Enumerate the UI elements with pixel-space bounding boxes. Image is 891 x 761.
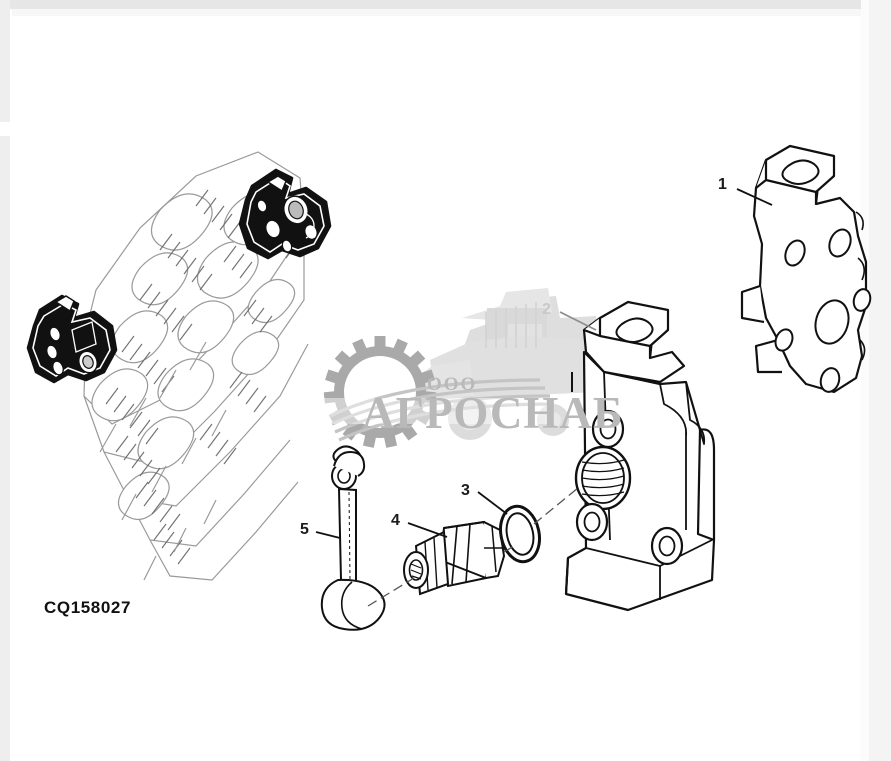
leader-line-4 (407, 522, 448, 538)
leader-line-2 (559, 311, 597, 331)
dipstick-rod (320, 445, 386, 631)
callout-number-1: 1 (718, 176, 727, 193)
installed-bracket-upper (238, 168, 332, 260)
page-border-right-inner (861, 0, 869, 761)
page-border-right (869, 0, 891, 761)
mounting-bracket-plate (740, 144, 872, 394)
axis-oring-to-housing (533, 487, 579, 525)
callout-number-3: 3 (461, 482, 470, 499)
callout-number-4: 4 (391, 512, 400, 529)
leader-line-3 (477, 491, 508, 515)
axis-dipstick-to-fitting (367, 577, 415, 607)
callout-number-5: 5 (300, 521, 309, 538)
callout-leader-lines (315, 188, 773, 539)
threaded-sender-fitting (403, 520, 506, 596)
page-border-left-gap (0, 122, 10, 136)
engine-block-hatching (105, 189, 297, 565)
watermark-agrosnab (322, 288, 600, 448)
page-border-top-inner (12, 9, 891, 16)
engine-block-ghost-view (26, 151, 332, 581)
page-border-top (0, 0, 891, 9)
callout-number-2: 2 (542, 301, 551, 318)
installed-bracket-lower (26, 294, 118, 384)
assembly-axis-lines (367, 487, 579, 607)
part-number-label: CQ158027 (44, 598, 132, 617)
engine-block-ribs (99, 341, 227, 581)
leader-line-5 (315, 531, 341, 539)
axis-fitting-to-oring (503, 545, 515, 553)
page-border-left (0, 0, 10, 761)
valve-housing-body (564, 300, 716, 612)
leader-line-1 (736, 188, 773, 206)
field-lines-icon (329, 378, 555, 442)
